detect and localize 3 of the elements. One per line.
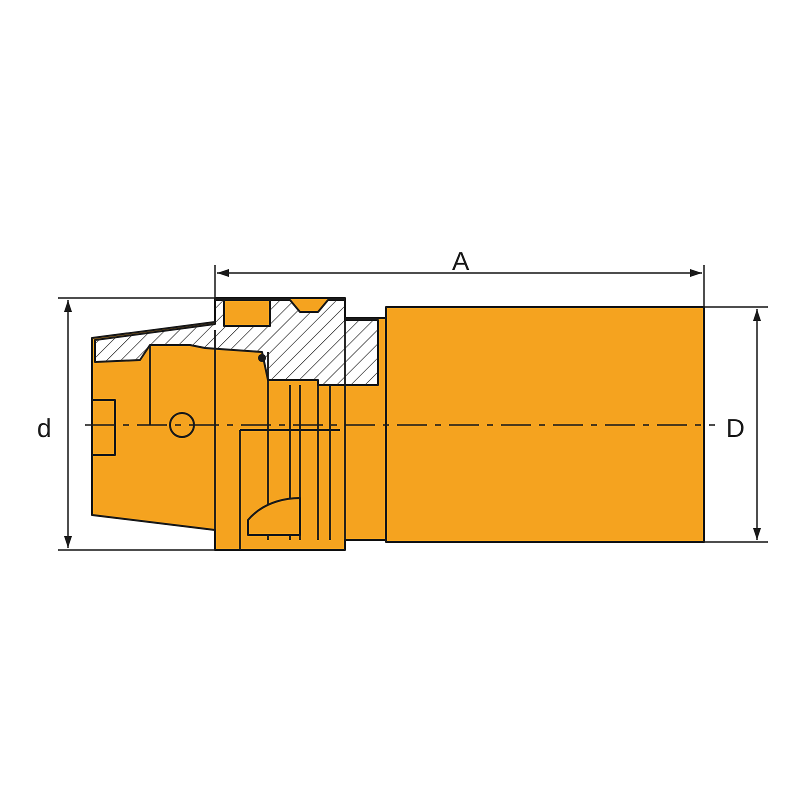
dimension-label: A — [452, 248, 470, 274]
dimension-label: d — [37, 415, 52, 441]
dimension-label: D — [726, 415, 745, 441]
